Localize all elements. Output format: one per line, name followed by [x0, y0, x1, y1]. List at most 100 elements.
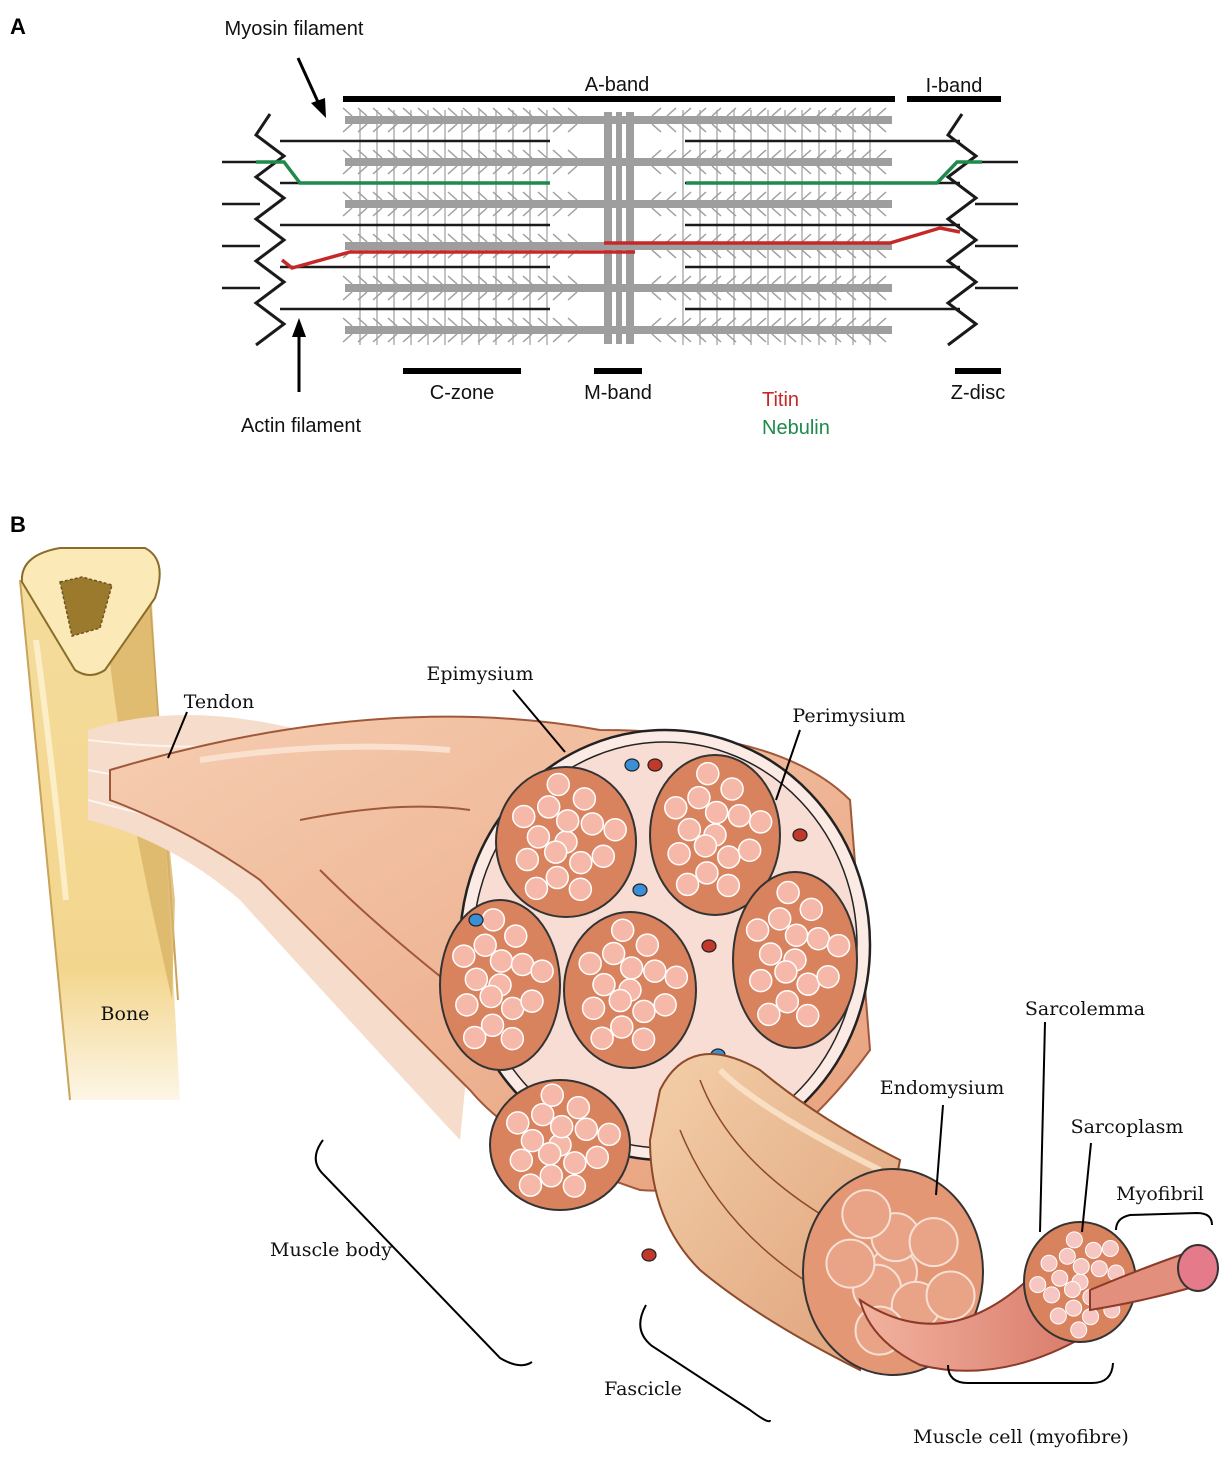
myosin-head — [388, 234, 397, 242]
muscle-fibre-section — [797, 973, 819, 995]
myosin-head — [697, 234, 706, 242]
muscle-fibre-section — [563, 1175, 585, 1197]
myosin-head — [802, 166, 811, 174]
myosin-head — [742, 124, 751, 132]
myosin-head — [742, 166, 751, 174]
myosin-head — [652, 150, 661, 158]
muscle-fibre-section — [775, 961, 797, 983]
legend-nebulin: Nebulin — [762, 417, 830, 439]
panel-b-muscle-anatomy: B Bone — [10, 512, 1218, 1448]
myosin-head — [667, 124, 676, 132]
myosin-head — [652, 124, 661, 132]
sarcoplasm-leader — [1082, 1143, 1091, 1232]
myosin-head — [553, 292, 562, 300]
muscle-fibre-section — [570, 852, 592, 874]
muscle-fibre-section — [718, 846, 740, 868]
muscle-fibre-section — [769, 908, 791, 930]
muscle-fibre-section — [807, 928, 829, 950]
muscle-fibre-section — [464, 1027, 486, 1049]
myosin-head — [343, 292, 352, 300]
myosin-head — [388, 334, 397, 342]
myosin-head — [463, 124, 472, 132]
tendon-label: Tendon — [184, 691, 255, 713]
muscle-fibre-section — [817, 966, 839, 988]
myosin-head — [568, 208, 577, 216]
myosin-head — [757, 150, 766, 158]
myosin-head — [343, 276, 352, 284]
sarcomere-diagram — [222, 108, 1018, 345]
myosin-head — [802, 250, 811, 258]
blood-vessel — [469, 914, 483, 926]
myosin-head — [343, 166, 352, 174]
myosin-head — [343, 318, 352, 326]
muscle-fibre-section — [593, 974, 615, 996]
myosin-head — [463, 150, 472, 158]
myosin-head — [433, 276, 442, 284]
myosin-head — [697, 166, 706, 174]
muscle-fibre-section — [777, 882, 799, 904]
muscle-fibre-section — [490, 950, 512, 972]
myosin-head — [757, 108, 766, 116]
myosin-head — [772, 234, 781, 242]
myosin-head — [463, 192, 472, 200]
muscle-fibre-section — [696, 862, 718, 884]
muscle-fibre-section — [465, 968, 487, 990]
muscle-fibre-section — [598, 1123, 620, 1145]
perimysium-label: Perimysium — [792, 705, 905, 727]
myosin-head — [538, 292, 547, 300]
myosin-head — [697, 276, 706, 284]
myofibril-section — [1091, 1261, 1107, 1277]
muscle-fibre-section — [564, 1152, 586, 1174]
myosin-head — [538, 124, 547, 132]
muscle-fibre-section — [521, 1130, 543, 1152]
muscle-fibre-section — [717, 874, 739, 896]
myofibril-section — [1059, 1248, 1075, 1264]
muscle-fibre-section — [474, 934, 496, 956]
myosin-head — [343, 108, 352, 116]
myosin-head — [772, 276, 781, 284]
blood-vessel — [642, 1249, 656, 1261]
myosin-head — [388, 276, 397, 284]
muscle-fibre-section — [575, 1118, 597, 1140]
myosin-filament — [345, 284, 892, 292]
myofibril-section — [1102, 1241, 1118, 1257]
myosin-head — [742, 234, 751, 242]
myosin-head — [787, 166, 796, 174]
myosin-head — [772, 166, 781, 174]
fibre-section — [826, 1240, 874, 1288]
myosin-head — [787, 108, 796, 116]
myosin-head — [757, 124, 766, 132]
myofibril-section — [1044, 1287, 1060, 1303]
myosin-head — [667, 250, 676, 258]
muscle-fibre-section — [603, 943, 625, 965]
myosin-head — [757, 334, 766, 342]
titin-left — [282, 252, 635, 268]
muscle-fibre-section — [609, 990, 631, 1012]
myosin-head — [493, 166, 502, 174]
myosin-head — [493, 334, 502, 342]
myofibril-section — [1052, 1270, 1068, 1286]
m-line — [616, 112, 622, 344]
myosin-head — [742, 292, 751, 300]
myosin-head — [568, 150, 577, 158]
myosin-head — [538, 276, 547, 284]
myosin-head — [742, 150, 751, 158]
muscle-fibre-section — [665, 797, 687, 819]
myosin-head — [418, 166, 427, 174]
myosin-head — [877, 292, 886, 300]
myosin-head — [388, 108, 397, 116]
myofibril-section — [1085, 1242, 1101, 1258]
muscle-fibre-section — [569, 878, 591, 900]
myosin-head — [802, 292, 811, 300]
blood-vessel — [702, 940, 716, 952]
myosin-head — [772, 250, 781, 258]
endomysium-leader — [936, 1105, 943, 1195]
blood-vessel — [648, 759, 662, 771]
myofibril-section — [1030, 1277, 1046, 1293]
muscle-fibre-section — [586, 1146, 608, 1168]
myosin-head — [493, 292, 502, 300]
myosin-head — [802, 318, 811, 326]
muscle-fibre-section — [776, 991, 798, 1013]
fascicle-bracket — [640, 1305, 770, 1421]
myosin-head — [772, 334, 781, 342]
